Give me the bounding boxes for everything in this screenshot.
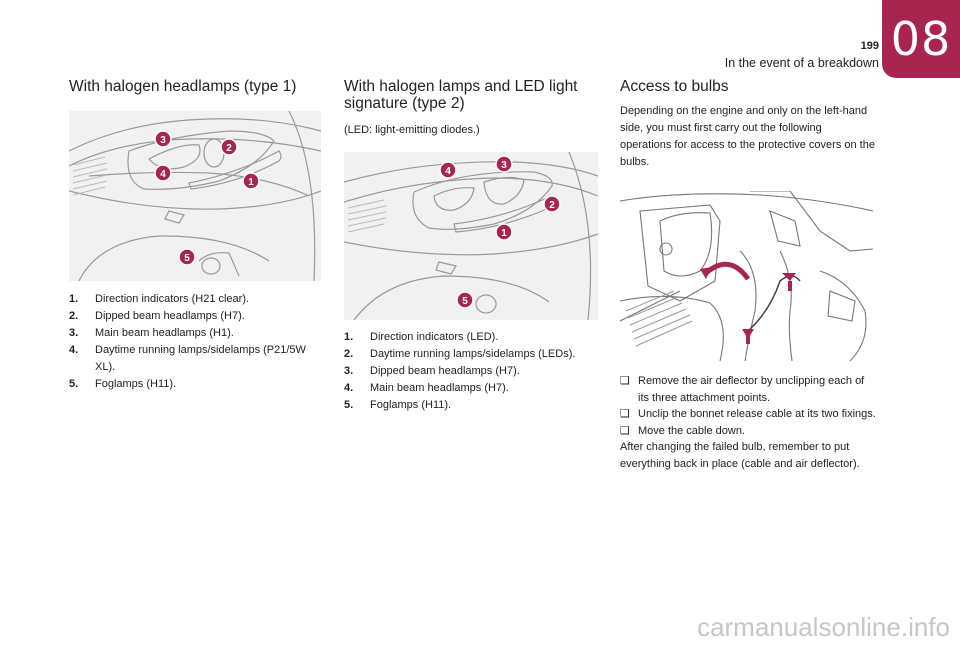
- page-number: 199: [860, 40, 879, 52]
- list-item: 3.Main beam headlamps (H1).: [69, 327, 234, 339]
- callout-4: 4: [160, 169, 166, 180]
- callout-4: 4: [445, 166, 451, 177]
- headlamp-type2-drawing: 1 2 3 4 5: [344, 152, 598, 320]
- callout-3: 3: [160, 135, 166, 146]
- list-item: 2.Dipped beam headlamps (H7).: [69, 310, 245, 322]
- list-item: 3.Dipped beam headlamps (H7).: [344, 365, 520, 377]
- column-type2: With halogen lamps and LED light signatu…: [344, 78, 598, 112]
- checkbox-bullet-icon: ❑: [620, 424, 630, 437]
- callout-1: 1: [248, 177, 254, 188]
- column-type1: With halogen headlamps (type 1): [69, 78, 321, 95]
- bulb-list-type1: 1.Direction indicators (H21 clear). 2.Di…: [69, 291, 321, 393]
- headlamp-type2-illustration: 1 2 3 4 5: [344, 152, 598, 320]
- access-steps: ❑ Remove the air deflector by unclipping…: [620, 373, 878, 472]
- heading-access: Access to bulbs: [620, 78, 729, 95]
- list-item: 4.Daytime running lamps/sidelamps (P21/5…: [69, 344, 306, 373]
- watermark: carmanualsonline.info: [697, 612, 950, 642]
- led-note: (LED: light-emitting diodes.): [344, 124, 480, 136]
- list-item: 1.Direction indicators (LED).: [344, 331, 499, 343]
- engine-bay-illustration: [620, 191, 873, 361]
- callout-5: 5: [184, 253, 190, 264]
- headlamp-type1-drawing: 1 2 3 4 5: [69, 111, 321, 281]
- chapter-tab: 08: [882, 0, 960, 78]
- heading-type2: With halogen lamps and LED light signatu…: [344, 78, 578, 112]
- bulb-list-type2: 1.Direction indicators (LED). 2.Daytime …: [344, 329, 598, 414]
- list-item: 1.Direction indicators (H21 clear).: [69, 293, 250, 305]
- list-item: 5.Foglamps (H11).: [344, 399, 452, 411]
- access-intro: Depending on the engine and only on the …: [620, 105, 875, 168]
- callout-2: 2: [549, 200, 555, 211]
- headlamp-type1-illustration: 1 2 3 4 5: [69, 111, 321, 281]
- after-note: After changing the failed bulb, remember…: [620, 441, 860, 470]
- callout-3: 3: [501, 160, 507, 171]
- list-item: 2.Daytime running lamps/sidelamps (LEDs)…: [344, 348, 576, 360]
- checkbox-bullet-icon: ❑: [620, 375, 630, 387]
- step-item: ❑ Unclip the bonnet release cable at its…: [620, 406, 878, 423]
- step-item: ❑ Remove the air deflector by unclipping…: [620, 373, 878, 406]
- callout-1: 1: [501, 228, 507, 239]
- section-title: In the event of a breakdown: [724, 56, 879, 70]
- list-item: 4.Main beam headlamps (H7).: [344, 382, 509, 394]
- checkbox-bullet-icon: ❑: [620, 408, 630, 420]
- engine-bay-drawing: [620, 191, 873, 361]
- callout-5: 5: [462, 296, 468, 307]
- callout-2: 2: [226, 143, 232, 154]
- column-access: Access to bulbs: [620, 78, 878, 95]
- heading-type1: With halogen headlamps (type 1): [69, 78, 297, 95]
- list-item: 5.Foglamps (H11).: [69, 378, 177, 390]
- step-item: ❑ Move the cable down.: [620, 423, 878, 440]
